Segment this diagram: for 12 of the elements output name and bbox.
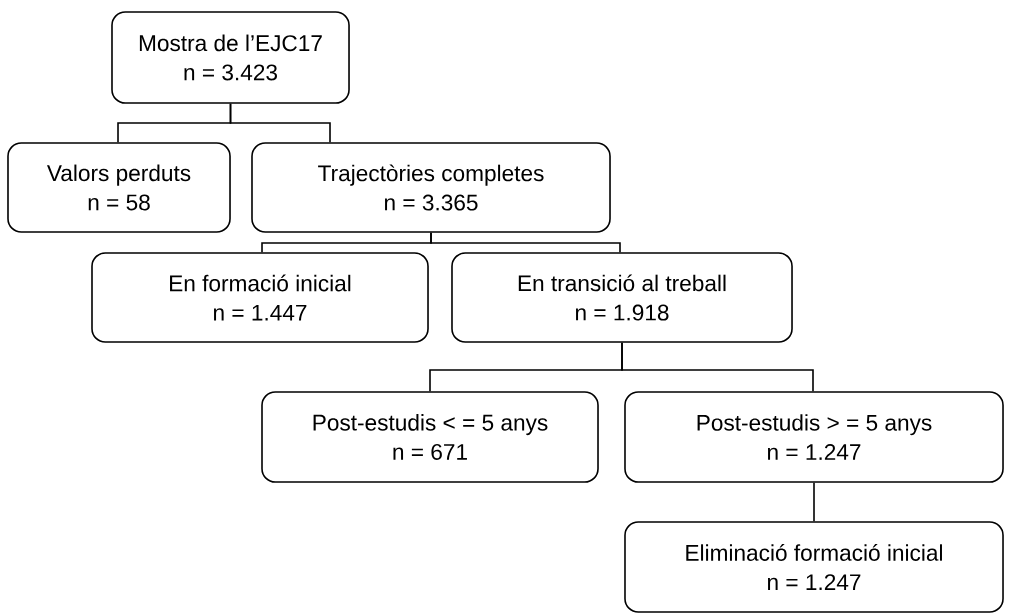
process-box: Valors perduts n = 58 bbox=[7, 142, 231, 233]
process-box: En transició al treball n = 1.918 bbox=[451, 252, 793, 343]
connector-line bbox=[430, 232, 621, 253]
process-box: Mostra de l’EJC17 n = 3.423 bbox=[111, 11, 350, 104]
process-box: Eliminació formació inicial n = 1.247 bbox=[624, 521, 1004, 613]
process-box: Trajectòries completes n = 3.365 bbox=[251, 142, 611, 233]
process-box: En formació inicial n = 1.447 bbox=[91, 252, 429, 343]
connector-line bbox=[229, 103, 331, 143]
connector-line bbox=[621, 342, 814, 392]
process-box: Post-estudis < = 5 anys n = 671 bbox=[261, 391, 599, 483]
process-box: Post-estudis > = 5 anys n = 1.247 bbox=[624, 391, 1004, 483]
connector-line bbox=[813, 482, 815, 522]
